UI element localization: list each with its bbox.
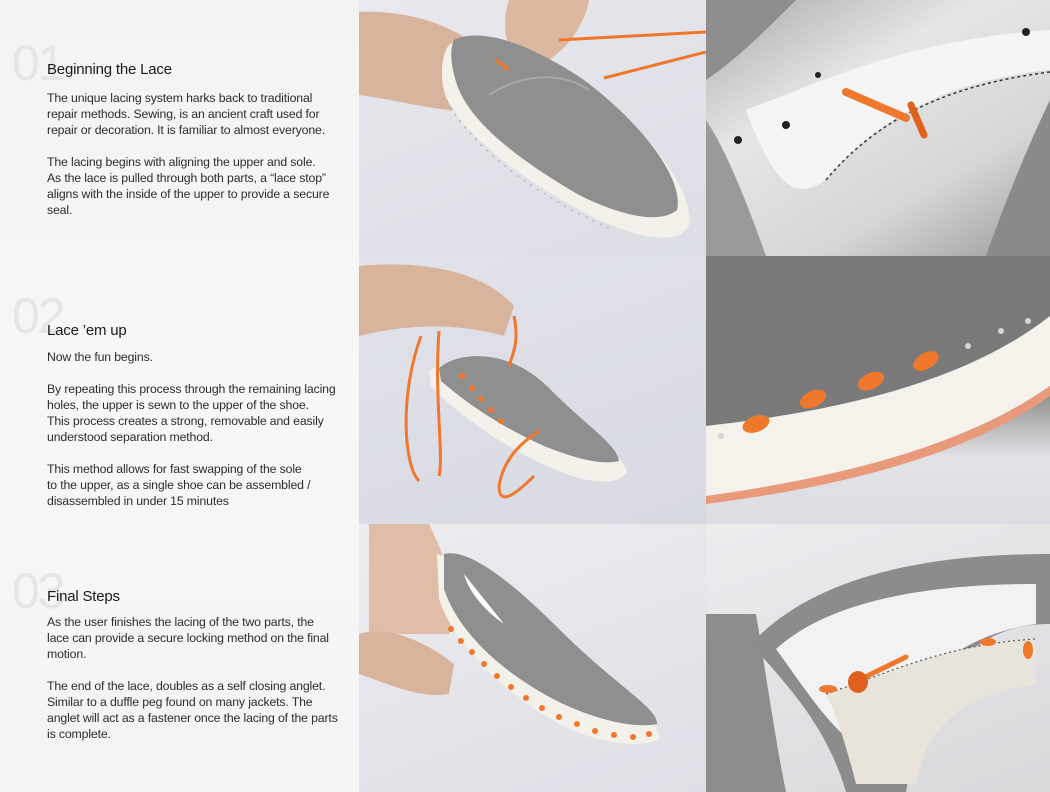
photo-step3-shoe-complete xyxy=(359,524,706,792)
text-line: repair or decoration. It is familiar to … xyxy=(47,123,325,137)
step-number: 03 xyxy=(12,563,66,619)
paragraph: As the user finishes the lacing of the t… xyxy=(47,614,347,662)
step-title: Beginning the Lace xyxy=(47,61,172,78)
paragraph: The end of the lace, doubles as a self c… xyxy=(47,678,347,742)
text-line: The end of the lace, doubles as a self c… xyxy=(47,679,326,693)
paragraph: The lacing begins with aligning the uppe… xyxy=(47,154,347,218)
step-number: 02 xyxy=(12,288,66,344)
text-line: The lacing begins with aligning the uppe… xyxy=(47,155,316,169)
text-line: motion. xyxy=(47,647,87,661)
photo-step3-anglet-closeup xyxy=(706,524,1050,792)
shoe-illustration xyxy=(359,0,706,238)
text-line: aligns with the inside of the upper to p… xyxy=(47,187,330,201)
text-line: This method allows for fast swapping of … xyxy=(47,462,302,476)
text-line: The unique lacing system harks back to t… xyxy=(47,91,313,105)
finished-shoe-illustration xyxy=(359,524,660,744)
text-line: As the lace is pulled through both parts… xyxy=(47,171,326,185)
photo-step1-shoe-lacing xyxy=(359,0,706,256)
text-line: anglet will act as a fastener once the l… xyxy=(47,711,338,725)
text-line: disassembled in under 15 minutes xyxy=(47,494,229,508)
text-line: This process creates a strong, removable… xyxy=(47,414,324,428)
text-line: is complete. xyxy=(47,727,111,741)
step-body: As the user finishes the lacing of the t… xyxy=(47,614,347,758)
text-line: lace can provide a secure locking method… xyxy=(47,631,329,645)
text-line: repair methods. Sewing, is an ancient cr… xyxy=(47,107,320,121)
text-line: As the user finishes the lacing of the t… xyxy=(47,615,314,629)
step-title: Lace ’em up xyxy=(47,322,127,339)
text-line: understood separation method. xyxy=(47,430,213,444)
lace-stop-illustration xyxy=(706,0,1050,256)
paragraph: The unique lacing system harks back to t… xyxy=(47,90,347,138)
paragraph: This method allows for fast swapping of … xyxy=(47,461,347,509)
step-title: Final Steps xyxy=(47,588,120,605)
shoe-loops-illustration xyxy=(359,264,627,499)
sole-stitches-illustration xyxy=(706,256,1050,504)
photo-step2-sole-closeup xyxy=(706,256,1050,524)
instructions-column: 01 Beginning the Lace The unique lacing … xyxy=(0,0,359,792)
text-line: By repeating this process through the re… xyxy=(47,382,336,396)
paragraph: By repeating this process through the re… xyxy=(47,381,347,445)
photo-step2-shoe-lacing xyxy=(359,256,706,524)
photo-grid xyxy=(359,0,1050,792)
anglet-illustration xyxy=(706,554,1050,792)
text-line: Similar to a duffle peg found on many ja… xyxy=(47,695,313,709)
text-line: to the upper, as a single shoe can be as… xyxy=(47,478,311,492)
paragraph: Now the fun begins. xyxy=(47,349,347,365)
step-body: Now the fun begins. By repeating this pr… xyxy=(47,349,347,525)
text-line: Now the fun begins. xyxy=(47,350,153,364)
step-body: The unique lacing system harks back to t… xyxy=(47,90,347,234)
photo-step1-lace-stop-closeup xyxy=(706,0,1050,256)
step-number: 01 xyxy=(12,35,66,91)
text-line: seal. xyxy=(47,203,73,217)
text-line: holes, the upper is sewn to the upper of… xyxy=(47,398,309,412)
